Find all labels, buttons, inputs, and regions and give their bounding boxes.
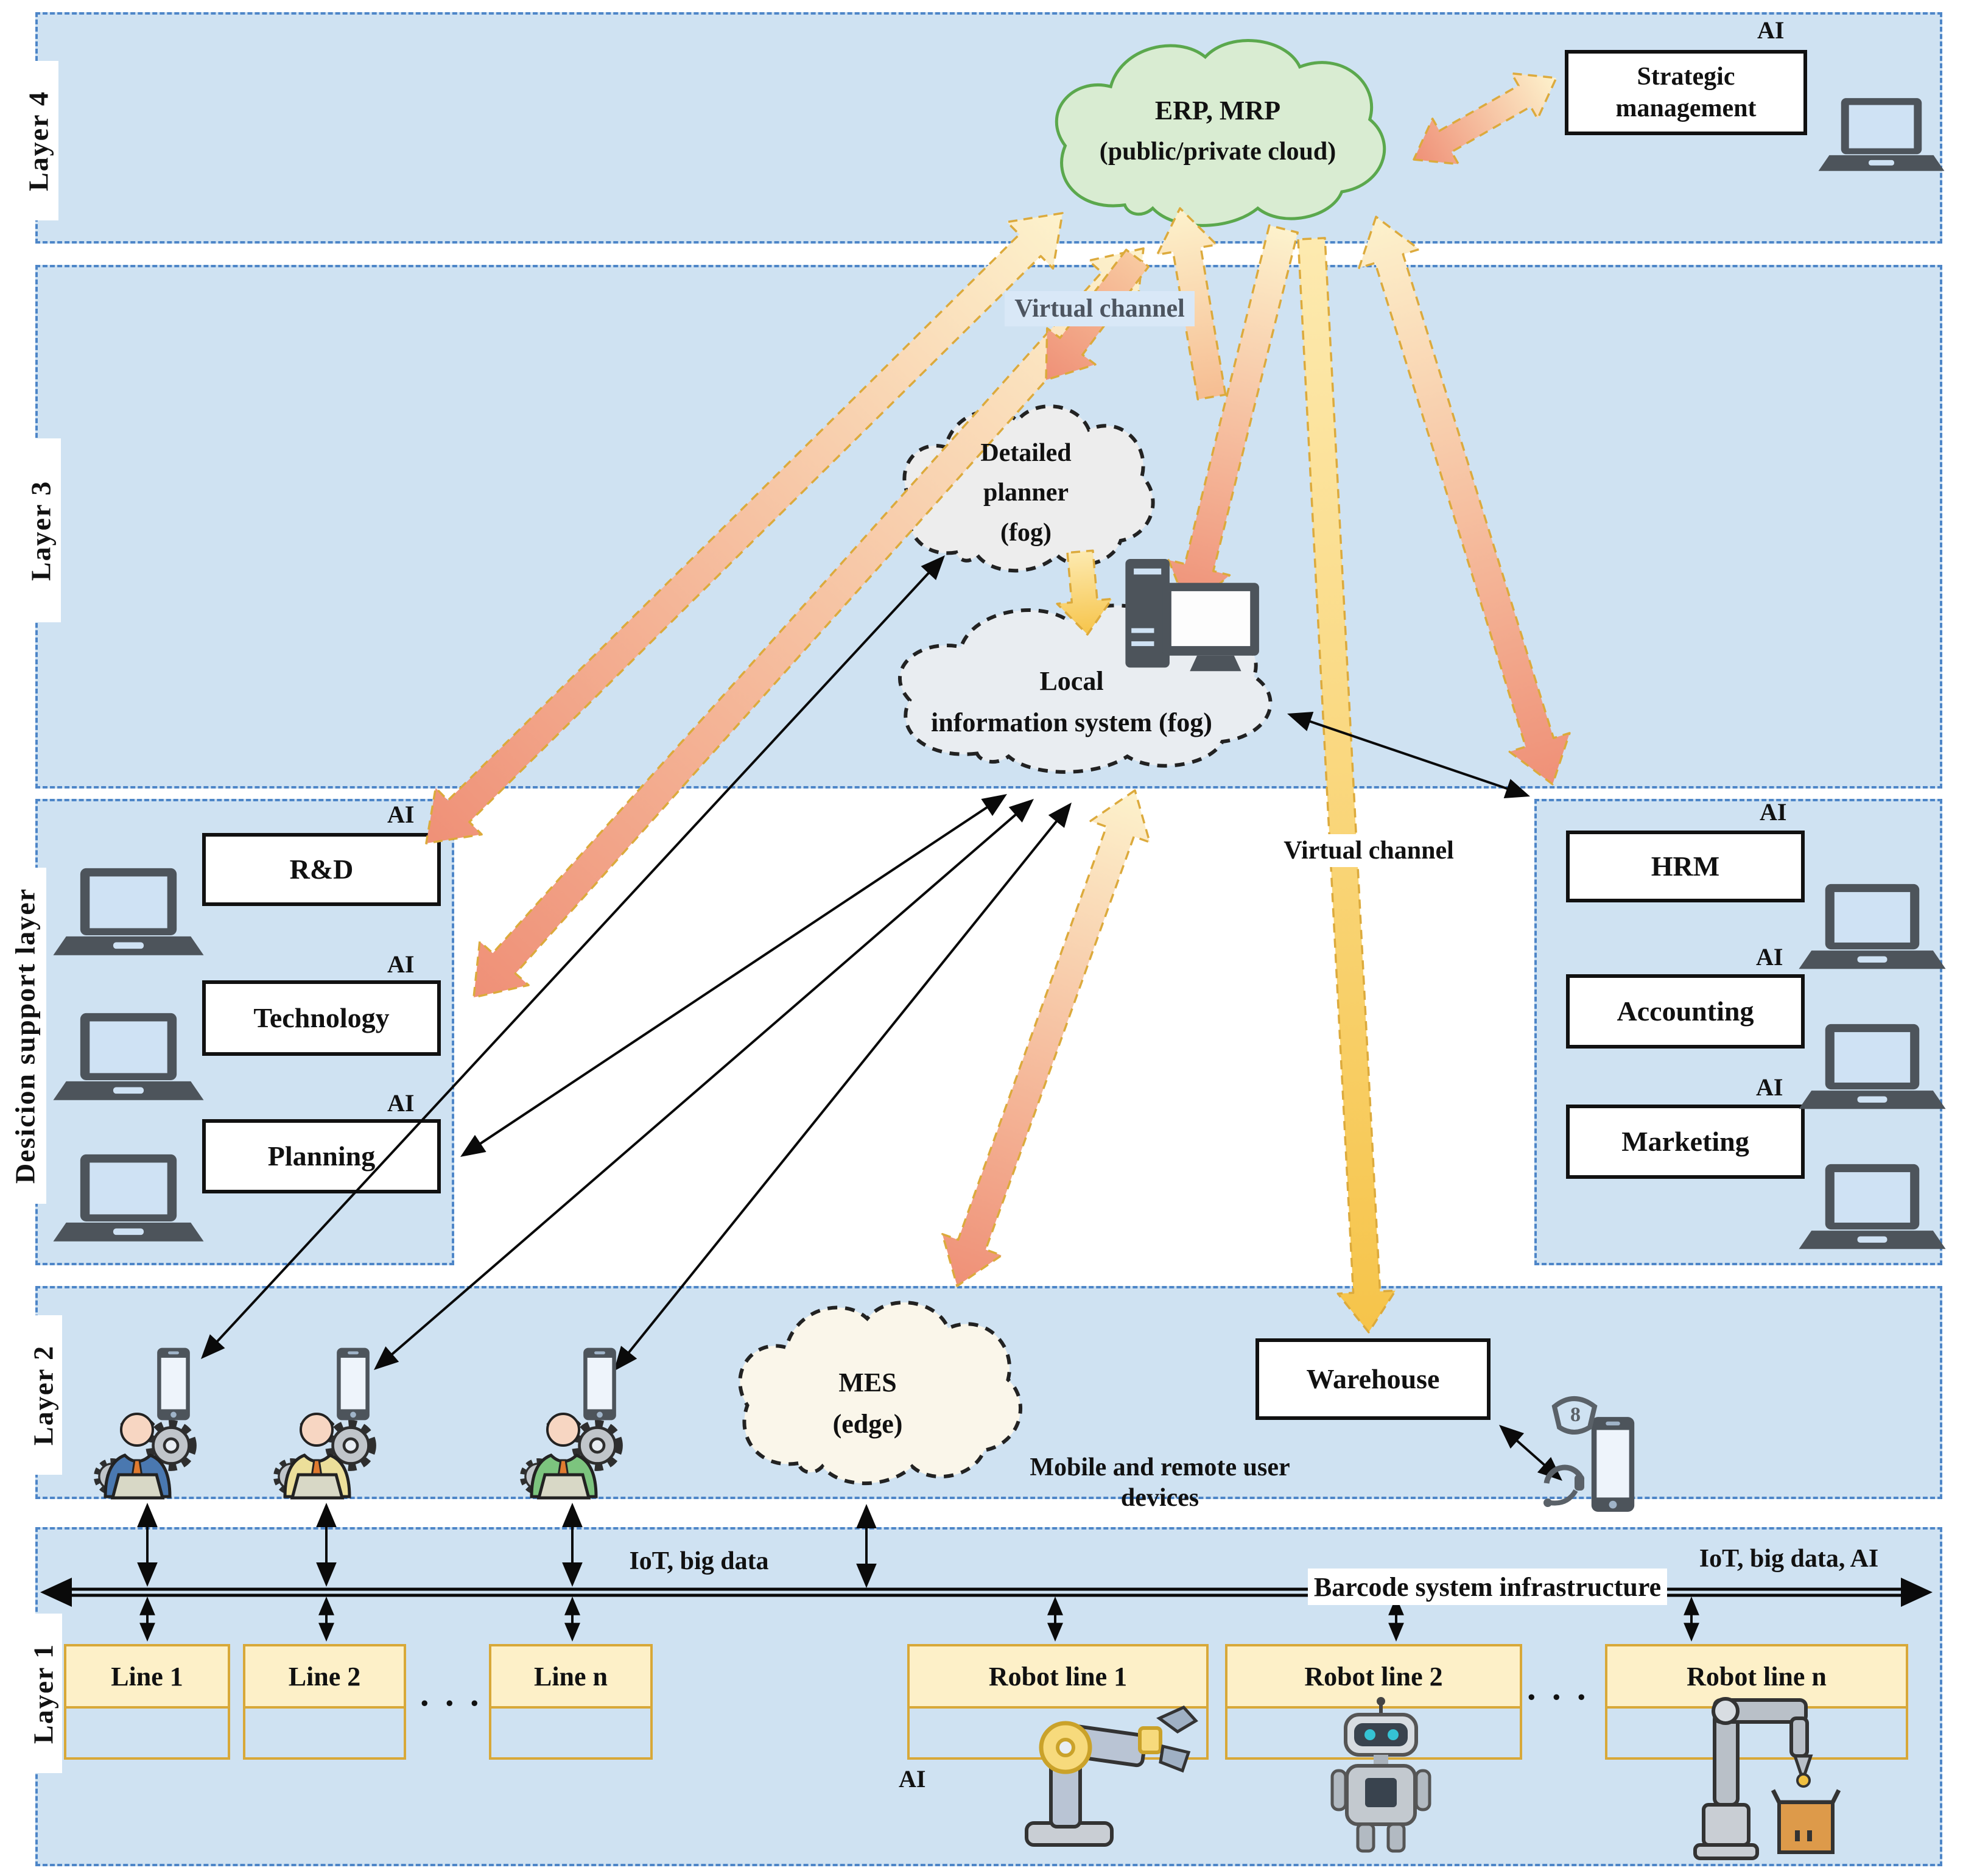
robot-line1-box: Robot line 1 bbox=[907, 1644, 1209, 1760]
virtual-channel-label-top: Virtual channel bbox=[1005, 291, 1195, 326]
line2-box: Line 2 bbox=[243, 1644, 406, 1760]
ai-label-rd: AI bbox=[387, 801, 415, 828]
layer2-band bbox=[35, 1286, 1942, 1499]
iot-big-data-label: IoT, big data bbox=[629, 1547, 769, 1575]
accounting-box: Accounting bbox=[1566, 974, 1805, 1049]
ai-label-accounting: AI bbox=[1756, 943, 1783, 971]
layer4-label: Layer 4 bbox=[18, 61, 58, 220]
hrm-box: HRM bbox=[1566, 831, 1805, 902]
erp-cloud-text: ERP, MRP(public/private cloud) bbox=[1099, 96, 1336, 166]
flow-arrow bbox=[941, 789, 1151, 1287]
layer1-label: Layer 1 bbox=[24, 1614, 62, 1773]
technology-box: Technology bbox=[202, 980, 441, 1056]
robot-line2-box: Robot line 2 bbox=[1225, 1644, 1522, 1760]
ai-label-hrm: AI bbox=[1760, 798, 1787, 826]
layer3-label: Layer 3 bbox=[21, 438, 61, 622]
decision-support-label: Desicion support layer bbox=[4, 868, 46, 1204]
line1-box: Line 1 bbox=[64, 1644, 230, 1760]
rd-box: R&D bbox=[202, 833, 441, 906]
line-n-box: Line n bbox=[489, 1644, 653, 1760]
link-arrow bbox=[460, 794, 1007, 1157]
ai-label-strategic: AI bbox=[1757, 16, 1785, 44]
virtual-channel-label-mid: Virtual channel bbox=[1276, 834, 1462, 867]
planning-box: Planning bbox=[202, 1119, 441, 1193]
barcode-infrastructure-label: Barcode system infrastructure bbox=[1308, 1569, 1667, 1605]
ellipsis-lines: . . . bbox=[420, 1674, 483, 1713]
ai-label-marketing: AI bbox=[1756, 1073, 1783, 1101]
mes-cloud-text: MES(edge) bbox=[832, 1367, 903, 1439]
marketing-box: Marketing bbox=[1566, 1105, 1805, 1179]
ai-label-planning: AI bbox=[387, 1089, 415, 1117]
layer2-label: Layer 2 bbox=[24, 1315, 62, 1475]
ai-label-robot-line1: AI bbox=[899, 1765, 926, 1793]
warehouse-box: Warehouse bbox=[1255, 1338, 1491, 1420]
ellipsis-robot-lines: . . . bbox=[1527, 1668, 1590, 1707]
link-arrow bbox=[374, 799, 1034, 1370]
ai-label-technology: AI bbox=[387, 950, 415, 978]
robot-line-n-box: Robot line n bbox=[1605, 1644, 1908, 1760]
iot-big-data-ai-label: IoT, big data, AI bbox=[1699, 1545, 1879, 1573]
